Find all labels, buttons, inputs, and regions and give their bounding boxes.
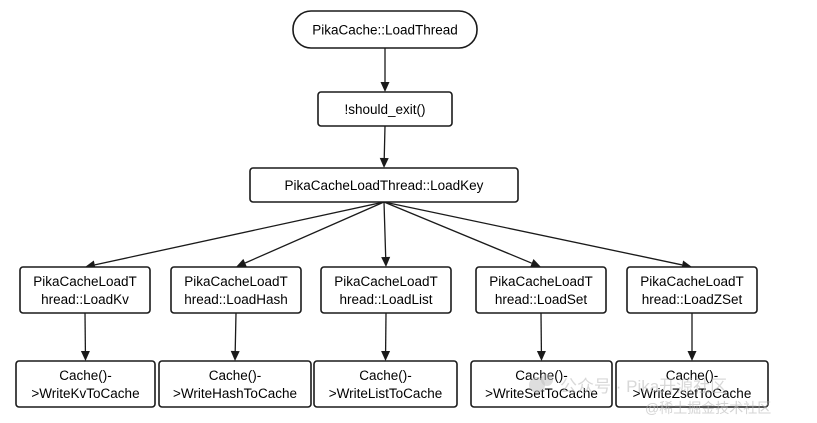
node-label: >WriteSetToCache — [485, 386, 598, 401]
node-label: hread::LoadList — [339, 292, 432, 307]
node-loadhash[interactable]: PikaCacheLoadThread::LoadHash — [170, 266, 302, 314]
node-label: PikaCacheLoadT — [640, 274, 744, 289]
edge-line — [383, 201, 387, 258]
node-label: Cache()- — [59, 368, 112, 383]
arrowhead-icon — [536, 350, 546, 361]
edge-start-to-loop — [380, 48, 390, 92]
node-writelist[interactable]: Cache()- >WriteListToCache — [313, 360, 458, 408]
node-box — [15, 360, 156, 408]
edge-line — [383, 201, 683, 266]
watermark-logo-icon — [529, 374, 553, 393]
edge-line — [234, 312, 237, 352]
nodes-layer: PikaCache::LoadThread!should_exit()PikaC… — [15, 10, 769, 408]
node-box — [317, 91, 453, 127]
node-label: >WriteZsetToCache — [633, 386, 752, 401]
node-label: PikaCacheLoadT — [334, 274, 438, 289]
watermark-line-1: 公众号 · Pika开源社区 — [560, 377, 727, 396]
edge-line — [383, 125, 386, 159]
arrowhead-icon — [530, 259, 541, 268]
node-box — [626, 266, 758, 314]
node-start[interactable]: PikaCache::LoadThread — [292, 10, 478, 49]
node-label: Cache()- — [359, 368, 412, 383]
node-writekv[interactable]: Cache()- >WriteKvToCache — [15, 360, 156, 408]
node-label: PikaCacheLoadT — [489, 274, 593, 289]
node-label: hread::LoadHash — [184, 292, 288, 307]
edge-line — [244, 201, 385, 264]
edge-loadkey-to-loadlist — [381, 201, 391, 267]
node-loadzset[interactable]: PikaCacheLoadThread::LoadZSet — [626, 266, 758, 314]
node-writehash[interactable]: Cache()- >WriteHashToCache — [158, 360, 312, 408]
node-box — [475, 266, 607, 314]
node-label: hread::LoadKv — [41, 292, 129, 307]
node-loop[interactable]: !should_exit() — [317, 91, 453, 127]
node-loadkv[interactable]: PikaCacheLoadThread::LoadKv — [19, 266, 151, 314]
node-loadlist[interactable]: PikaCacheLoadThread::LoadList — [320, 266, 452, 314]
node-label: Cache()- — [209, 368, 262, 383]
node-box — [249, 167, 519, 203]
arrowhead-icon — [381, 350, 391, 361]
node-box — [320, 266, 452, 314]
edge-loadkey-to-loadset — [383, 201, 541, 268]
node-label: Cache()- — [666, 368, 719, 383]
node-box — [19, 266, 151, 314]
node-box — [313, 360, 458, 408]
node-label: >WriteHashToCache — [173, 386, 297, 401]
node-loadkey[interactable]: PikaCacheLoadThread::LoadKey — [249, 167, 519, 203]
arrowhead-icon — [687, 351, 697, 361]
edge-loadzset-to-writezset — [687, 313, 697, 361]
edge-loadkey-to-loadkv — [85, 201, 385, 270]
node-label: hread::LoadSet — [495, 292, 588, 307]
node-loadset[interactable]: PikaCacheLoadThread::LoadSet — [475, 266, 607, 314]
arrowhead-icon — [236, 258, 247, 268]
edge-line — [383, 201, 533, 264]
node-box — [158, 360, 312, 408]
node-box — [615, 360, 769, 408]
watermark-line-2: @稀土掘金技术社区 — [645, 400, 771, 416]
node-label: PikaCacheLoadThread::LoadKey — [285, 178, 484, 193]
node-label: Cache()- — [515, 368, 568, 383]
arrowhead-icon — [381, 256, 391, 267]
edge-loop-to-loadkey — [379, 125, 389, 168]
node-box — [292, 10, 478, 49]
node-label: >WriteKvToCache — [31, 386, 139, 401]
node-label: PikaCacheLoadT — [33, 274, 137, 289]
watermark: 公众号 · Pika开源社区 @稀土掘金技术社区 — [529, 374, 771, 416]
edge-loadkey-to-loadhash — [236, 201, 385, 268]
edge-loadlist-to-writelist — [381, 312, 391, 361]
arrowhead-icon — [80, 350, 90, 361]
edge-loadhash-to-writehash — [230, 312, 240, 361]
edge-loadkv-to-writekv — [80, 312, 90, 361]
edges-layer — [80, 48, 697, 361]
node-label: PikaCache::LoadThread — [312, 23, 458, 38]
arrowhead-icon — [380, 82, 390, 92]
node-label: !should_exit() — [344, 102, 425, 117]
node-box — [170, 266, 302, 314]
node-label: >WriteListToCache — [329, 386, 442, 401]
arrowhead-icon — [379, 157, 389, 168]
node-writezset[interactable]: Cache()- >WriteZsetToCache — [615, 360, 769, 408]
node-label: hread::LoadZSet — [642, 292, 743, 307]
edge-loadkey-to-loadzset — [383, 201, 692, 270]
edge-loadset-to-writeset — [536, 312, 546, 361]
arrowhead-icon — [230, 350, 240, 361]
edge-line — [94, 201, 385, 266]
node-label: PikaCacheLoadT — [184, 274, 288, 289]
